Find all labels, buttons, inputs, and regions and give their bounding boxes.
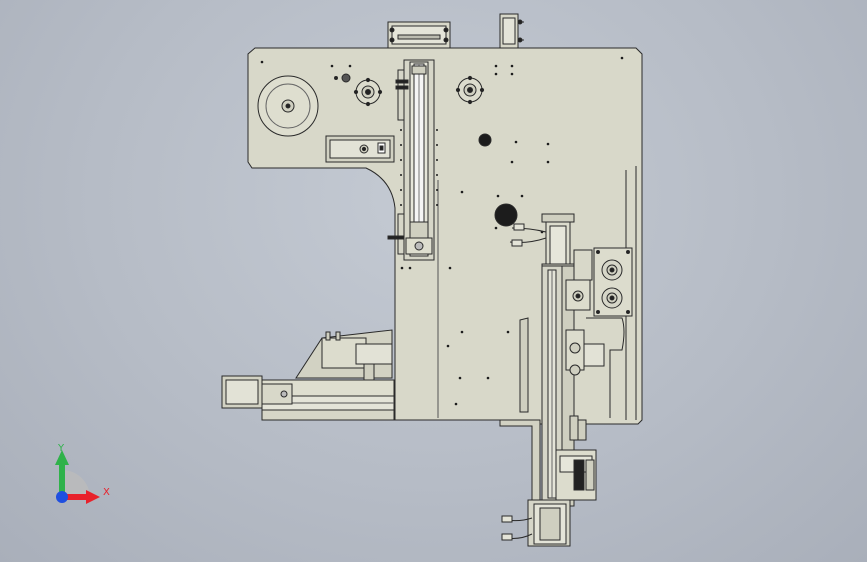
coordinate-triad-icon xyxy=(55,450,100,504)
axis-y-label: Y xyxy=(58,443,65,454)
control-box xyxy=(325,135,395,163)
bore-hole-small xyxy=(478,133,492,147)
motor-bracket xyxy=(541,213,575,273)
large-bore-hole xyxy=(494,203,518,227)
top-left-clamp xyxy=(387,21,451,49)
dual-bearing-plate xyxy=(593,247,633,317)
cable-connector-lower xyxy=(501,515,533,541)
cable-connector-upper xyxy=(509,223,547,247)
top-right-cylinder xyxy=(499,13,524,49)
vertical-actuator-rail xyxy=(541,249,605,507)
hub-flange-left xyxy=(353,77,383,107)
lower-extension-plate xyxy=(499,419,571,547)
mounting-holes xyxy=(260,56,624,406)
vertical-linear-slide xyxy=(387,59,435,261)
rail-holes xyxy=(400,129,438,206)
hub-flange-right xyxy=(455,75,485,105)
horizontal-slide-assembly xyxy=(221,329,395,421)
axis-x-label: X xyxy=(103,487,110,498)
reel-disc xyxy=(257,75,319,137)
